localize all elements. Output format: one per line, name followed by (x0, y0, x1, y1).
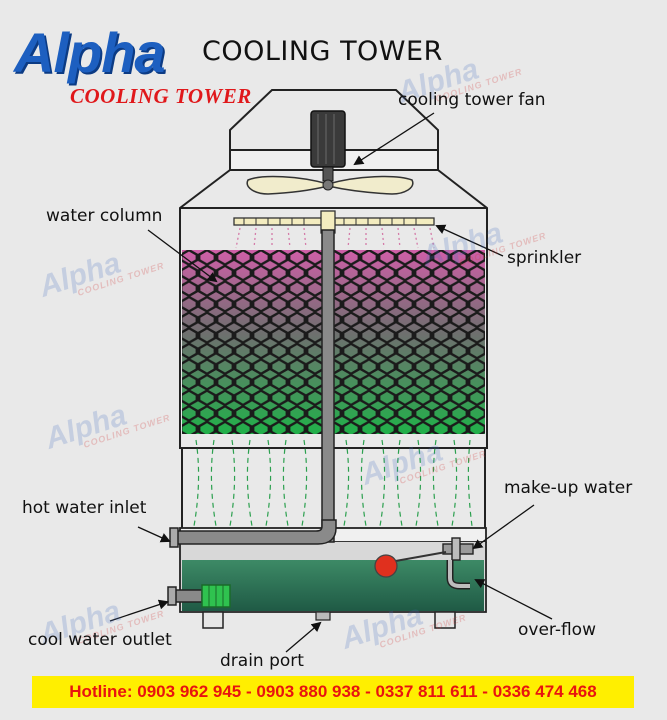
label-drain-port: drain port (220, 651, 304, 671)
arrow-make-up-water (472, 504, 535, 550)
fan-motor (310, 110, 346, 182)
arrow-cool-water-outlet (109, 599, 169, 622)
brand-tagline: COOLING TOWER (70, 84, 252, 108)
make-up-water-valve (389, 537, 474, 563)
leader-arrows (109, 112, 553, 653)
diagram-title: COOLING TOWER (202, 36, 443, 67)
arrow-sprinkler (435, 224, 504, 257)
label-cooling-tower-fan: cooling tower fan (398, 90, 546, 110)
label-cool-water-outlet: cool water outlet (28, 630, 172, 650)
hot-water-pipe (169, 229, 337, 548)
brand-logo: Alpha (14, 21, 166, 84)
label-sprinkler: sprinkler (507, 248, 582, 268)
label-make-up-water: make-up water (504, 478, 633, 498)
arrow-over-flow (474, 579, 553, 620)
arrow-drain-port (285, 621, 322, 653)
float-ball (374, 554, 398, 578)
arrow-fan (353, 112, 435, 166)
arrow-hot-water-inlet (137, 526, 171, 543)
sprinkler (233, 210, 435, 249)
arrow-water-column (147, 229, 218, 283)
label-water-column: water column (46, 206, 163, 226)
fan-blade (246, 175, 414, 195)
cool-water-outlet-pipe (167, 584, 231, 608)
label-hot-water-inlet: hot water inlet (22, 498, 147, 518)
hotline-banner: Hotline: 0903 962 945 - 0903 880 938 - 0… (32, 676, 634, 708)
label-over-flow: over-flow (518, 620, 596, 640)
